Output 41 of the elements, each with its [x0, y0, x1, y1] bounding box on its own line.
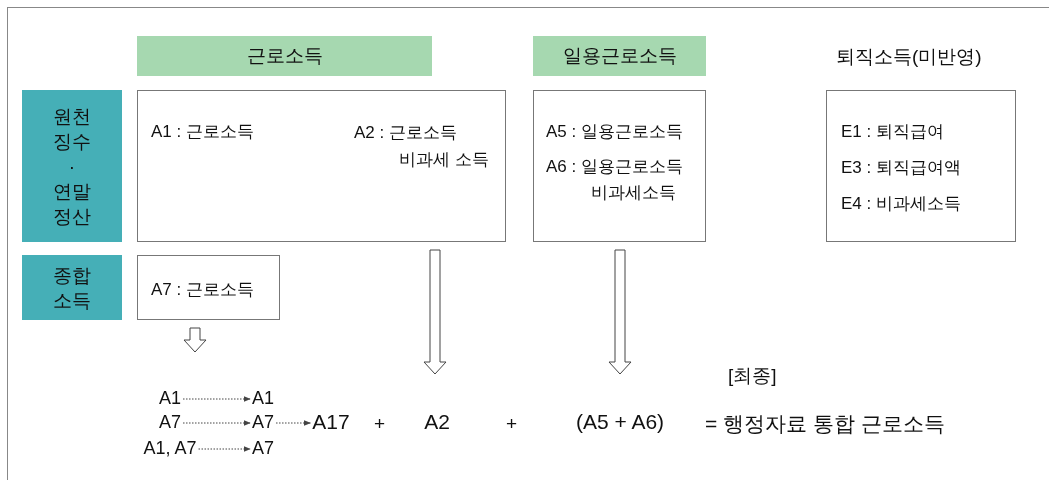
item-text: A1 — [252, 386, 275, 410]
item-text: A1, A7 — [143, 436, 197, 460]
note-text: [최종] — [728, 364, 777, 388]
category-header-band — [137, 36, 432, 76]
item-text: 원천 징수 · 연말 정산 — [52, 104, 92, 229]
item-text: 근로소득 — [246, 43, 323, 68]
dotted-arrow — [198, 446, 251, 452]
row-header-box — [22, 90, 122, 242]
item-text: A2 : 근로소득 비과세 소득 — [354, 122, 490, 171]
item-text: A5 : 일용근로소득 — [546, 121, 683, 143]
item-text: A7 — [159, 410, 181, 434]
item-text: A17 — [312, 409, 350, 436]
hollow-down-arrow — [608, 249, 632, 375]
item-text: E1 : 퇴직급여 — [841, 121, 944, 143]
item-text: A7 — [252, 436, 275, 460]
hollow-down-arrow — [183, 327, 207, 353]
item-text: 일용근로소득 — [562, 43, 677, 68]
content-box — [826, 90, 1016, 242]
dotted-arrow — [182, 396, 251, 402]
category-header-band — [533, 36, 706, 76]
item-text: A7 : 근로소득 — [151, 279, 254, 301]
content-box — [533, 90, 706, 242]
item-text: E4 : 비과세소득 — [841, 193, 961, 215]
note-text: + — [506, 412, 518, 436]
item-text: A1 — [159, 386, 181, 410]
item-text: A6 : 일용근로소득 비과세소득 — [546, 156, 684, 204]
dotted-arrow — [182, 420, 251, 426]
dotted-arrow — [275, 420, 311, 426]
content-box — [137, 90, 506, 242]
note-text: = 행정자료 통합 근로소득 — [705, 411, 945, 437]
item-text: A1 : 근로소득 — [151, 121, 254, 143]
row-header-box — [22, 255, 122, 320]
note-text: 퇴직소득(미반영) — [836, 45, 982, 69]
item-text: (A5 + A6) — [575, 409, 665, 436]
item-text: A7 — [252, 410, 275, 434]
item-text: E3 : 퇴직급여액 — [841, 157, 961, 179]
item-text: A2 — [424, 409, 450, 436]
content-box — [137, 255, 280, 320]
item-text: 종합 소득 — [52, 263, 92, 313]
note-text: + — [374, 412, 386, 436]
hollow-down-arrow — [423, 249, 447, 375]
